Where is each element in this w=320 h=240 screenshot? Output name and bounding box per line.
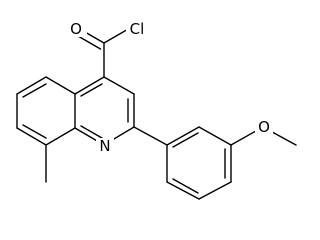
ring-nitrogen-label: N [99,137,110,155]
bond-c4a-c4-inner [80,83,103,97]
bond-c2-aryl [133,126,168,146]
bond-c4a-c4 [74,76,105,95]
bond-c7-c8-inner [22,124,47,139]
bond-ar5-ar6-inner [172,178,199,194]
bond-ar1-ar2-inner [172,132,199,148]
bond-c7-c8 [16,127,47,146]
bond-c5-c6 [16,76,47,95]
bond-carbonyl-chlorine [103,27,131,44]
chlorine-label: Cl [130,20,145,38]
benzo-ring [16,76,76,183]
bond-ar5-ar6 [166,181,200,200]
bond-c5-c6-inner [22,83,47,98]
pyridine-ring [74,76,135,146]
bond-c4a-c5 [45,76,76,95]
bond-ar4-ar5 [198,181,232,200]
carbonyl-oxygen-label: O [70,20,82,38]
methoxyphenyl-group [133,126,297,200]
bond-c8-c8a [45,127,76,146]
atom-labels: O Cl N O [69,20,273,155]
ether-oxygen-label: O [258,118,270,136]
bond-n1-c8a-inner [80,125,103,139]
bond-ar2-ar3 [198,126,232,146]
bond-c4-c3 [103,76,135,95]
molecule-structure-diagram: O Cl N O [16,20,297,200]
bond-ar1-ar2 [166,126,200,146]
